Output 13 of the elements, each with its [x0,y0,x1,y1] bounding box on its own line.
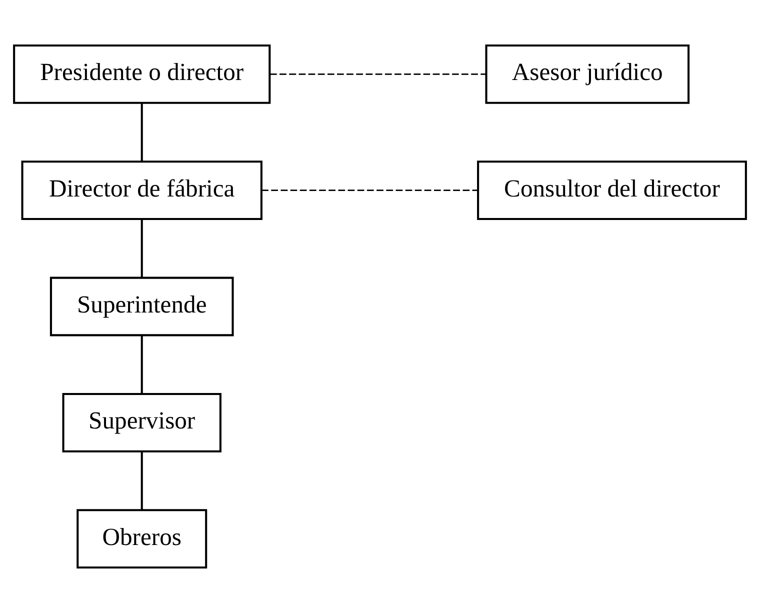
node-box: Asesor jurídico [485,44,690,104]
connector [140,218,143,278]
node-box: Director de fábrica [21,160,262,220]
connector [140,450,143,510]
node-box: Presidente o director [13,44,271,104]
connector [262,189,478,191]
node-box: Supervisor [62,392,222,452]
connector [140,334,143,394]
node-box: Obreros [76,508,208,568]
node-box: Superintende [50,276,234,336]
node-box: Consultor del director [477,160,747,220]
connector [140,102,143,162]
connector [270,72,486,74]
